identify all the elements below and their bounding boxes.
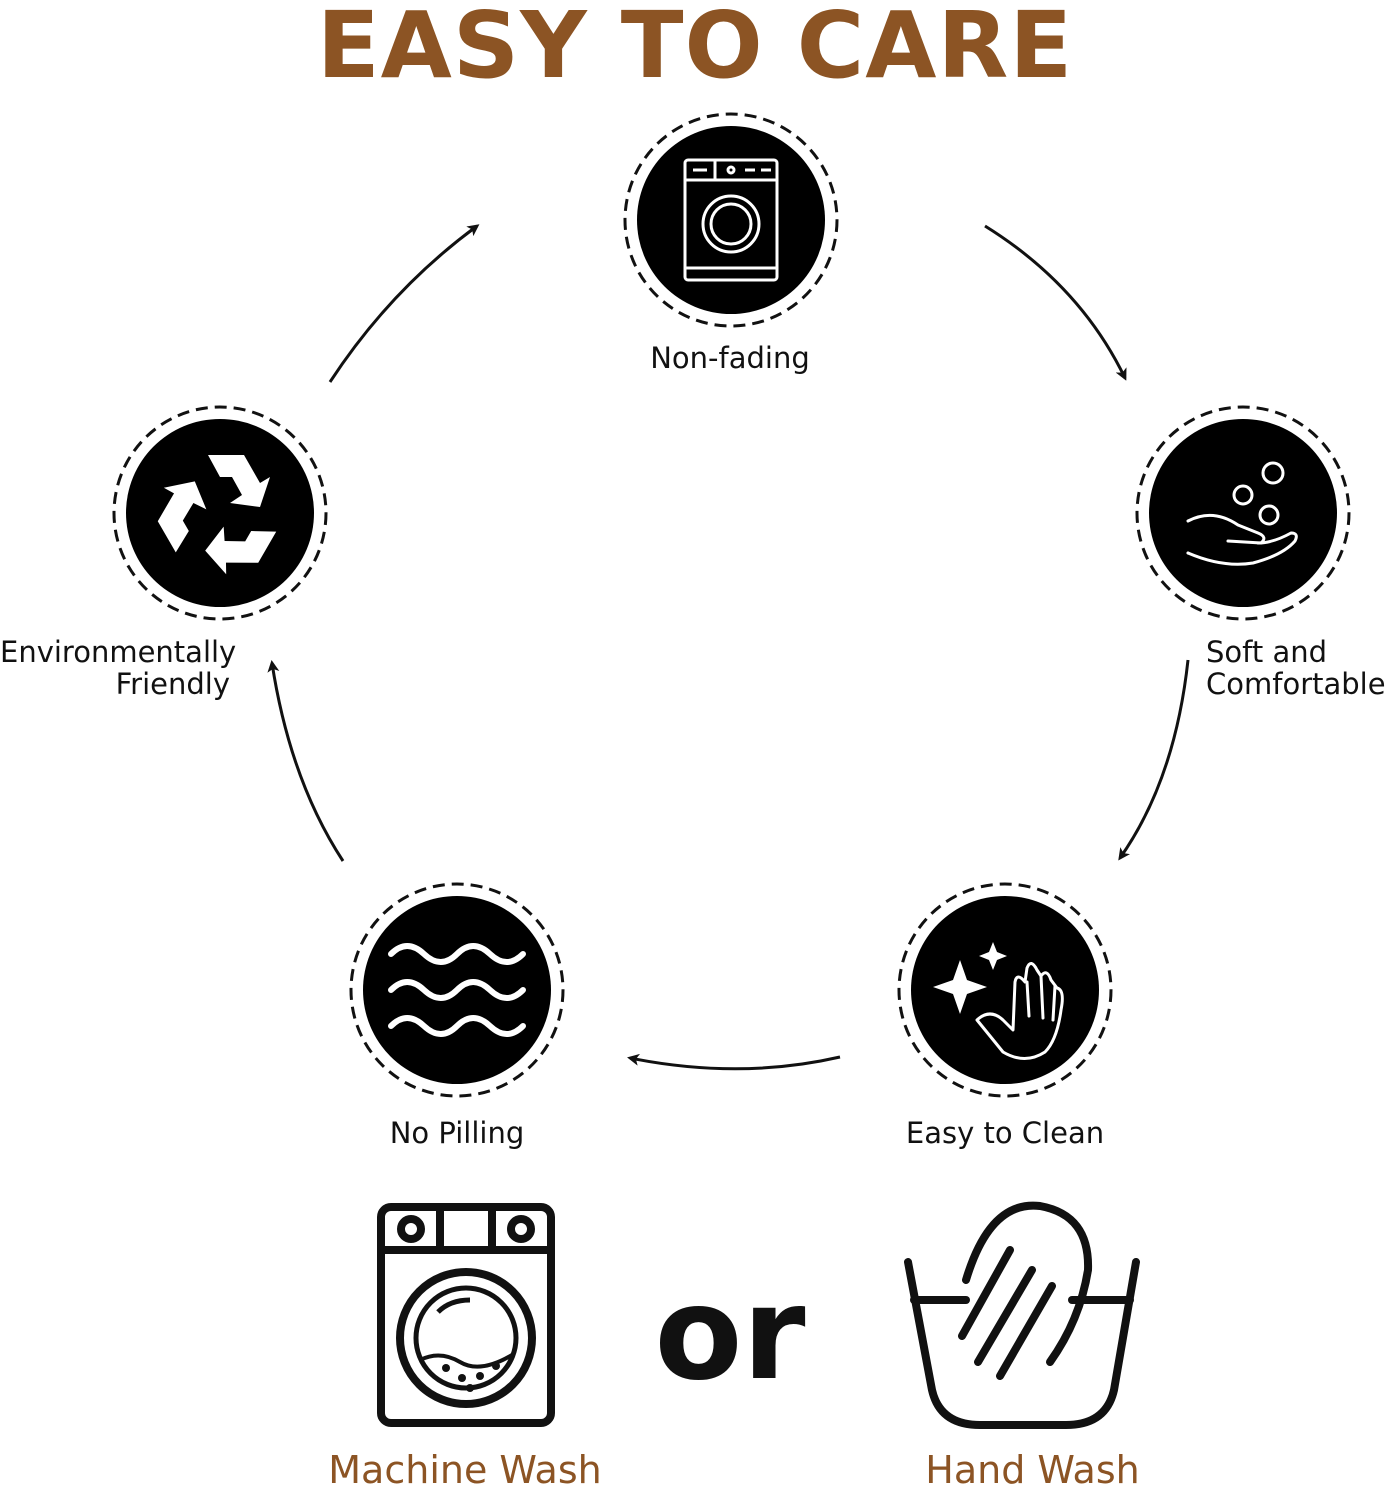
page-title: EASY TO CARE [316,0,1074,99]
label-eco-line-2: Friendly [115,667,230,701]
label-no-pilling: No Pilling [389,1116,525,1150]
label-easy-to-clean: Easy to Clean [905,1116,1105,1150]
label-non-fading: Non-fading [650,341,810,375]
or-text: or [654,1260,806,1409]
hand-wash-label: Hand Wash [925,1448,1140,1492]
arrow-4 [267,660,345,862]
cycle-arrows [267,224,1190,1071]
sparkle-hand-icon [897,882,1113,1098]
hand-bubbles-icon [1135,405,1351,621]
hand-wash-icon [904,1201,1140,1429]
arrow-3 [627,1053,841,1071]
washing-machine-icon [623,112,839,328]
machine-wash-dots [442,1362,500,1392]
machine-wash-label: Machine Wash [328,1448,602,1492]
arrow-1 [984,224,1127,381]
waves-icon [349,882,565,1098]
label-environmentally-friendly: Environmentally Friendly [0,635,237,701]
label-soft-line-2: Comfortable [1206,667,1386,701]
arrow-2 [1118,659,1190,861]
label-eco-line-1: Environmentally [0,635,237,669]
machine-wash-icon [377,1203,555,1427]
label-soft-line-1: Soft and [1206,635,1327,669]
label-soft-comfortable: Soft and Comfortable [1206,636,1386,700]
recycle-icon [112,405,328,621]
arrow-5 [328,224,480,383]
